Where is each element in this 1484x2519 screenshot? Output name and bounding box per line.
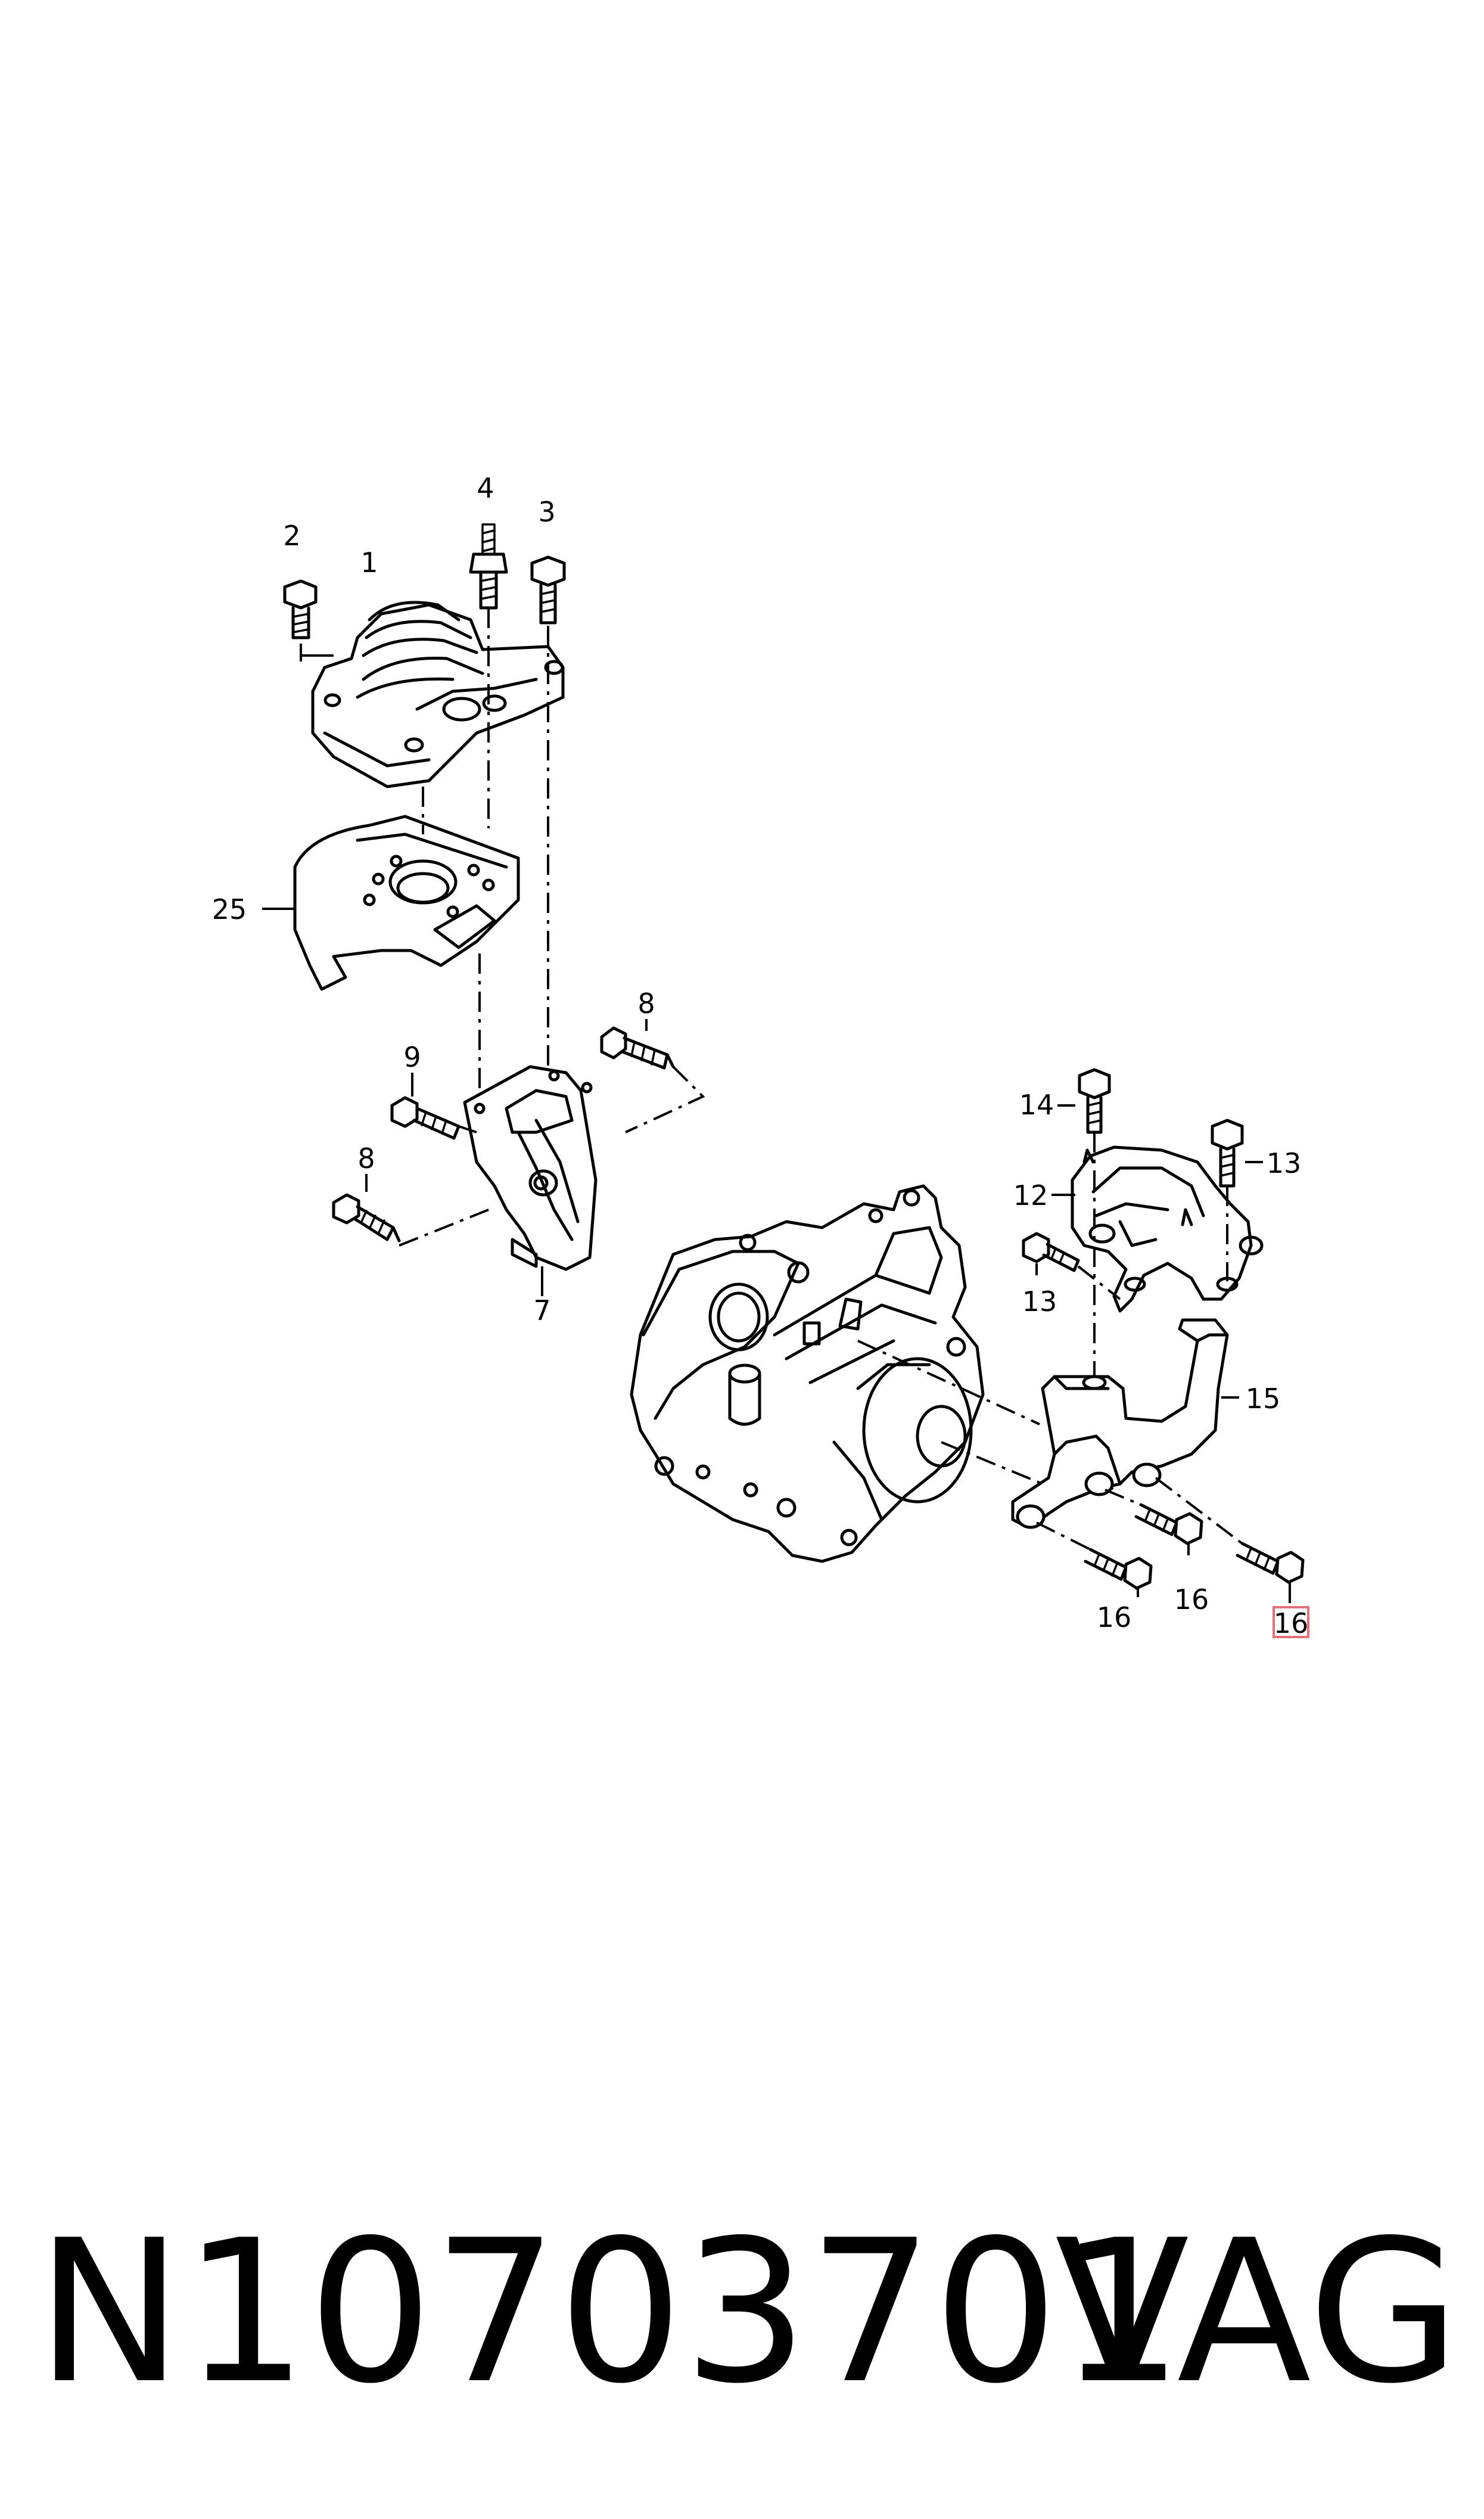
gearbox-mount-part-12: [1051, 1145, 1264, 1313]
stud-part-4: [469, 523, 508, 610]
bolt-part-13-left: [1022, 1232, 1080, 1275]
bolt-part-14: [1057, 1068, 1111, 1134]
callout-16-highlighted: 16: [1274, 1607, 1309, 1639]
alignment-line: [1105, 1489, 1141, 1506]
callout-4: 4: [477, 472, 494, 504]
bracket-part-15: [1011, 1318, 1239, 1529]
alignment-line: [1077, 1265, 1121, 1300]
alignment-line: [1155, 1477, 1243, 1545]
callout-2: 2: [283, 520, 300, 552]
callout-14: 14: [1019, 1089, 1054, 1121]
callout-8-upper: 8: [637, 987, 655, 1020]
bolt-part-8-lower: [332, 1174, 401, 1243]
alignment-line: [399, 1209, 489, 1247]
callout-16-left: 16: [1097, 1601, 1132, 1633]
callout-13-upper: 13: [1267, 1147, 1302, 1179]
alignment-line: [625, 1066, 705, 1133]
bolt-part-16-left: [1084, 1548, 1153, 1597]
bolt-part-16-middle: [1134, 1503, 1203, 1555]
bolt-part-8-upper: [600, 1019, 675, 1070]
bolt-part-13-upper: [1211, 1119, 1263, 1188]
bolt-part-2: [283, 579, 334, 657]
bolt-part-9: [390, 1073, 461, 1140]
callout-7: 7: [533, 1294, 550, 1327]
part-number: N10703701: [36, 2198, 1184, 2427]
callout-13-lower: 13: [1022, 1285, 1057, 1318]
callout-8-lower: 8: [357, 1142, 375, 1175]
callout-9: 9: [403, 1041, 421, 1073]
callout-1: 1: [360, 546, 378, 579]
bolt-part-16-right: [1236, 1542, 1305, 1603]
callout-16-middle: 16: [1174, 1583, 1209, 1616]
alignment-line: [1036, 1521, 1091, 1551]
gearbox-housing: [630, 1184, 985, 1563]
callout-12: 12: [1013, 1179, 1049, 1212]
bracket-part-7: [463, 1065, 598, 1296]
alignment-line: [458, 1125, 477, 1133]
callout-15: 15: [1246, 1383, 1281, 1415]
highlight-box: [1273, 1606, 1309, 1638]
bolt-part-3: [530, 555, 566, 625]
alignment-line: [857, 1340, 1040, 1425]
engine-mount-part-1: [311, 601, 565, 788]
heat-shield-plate-part-25: [262, 815, 520, 991]
callout-3: 3: [538, 496, 555, 528]
callout-25: 25: [212, 893, 247, 925]
brand-name: VAG: [1054, 2198, 1460, 2427]
alignment-line: [941, 1441, 1043, 1485]
